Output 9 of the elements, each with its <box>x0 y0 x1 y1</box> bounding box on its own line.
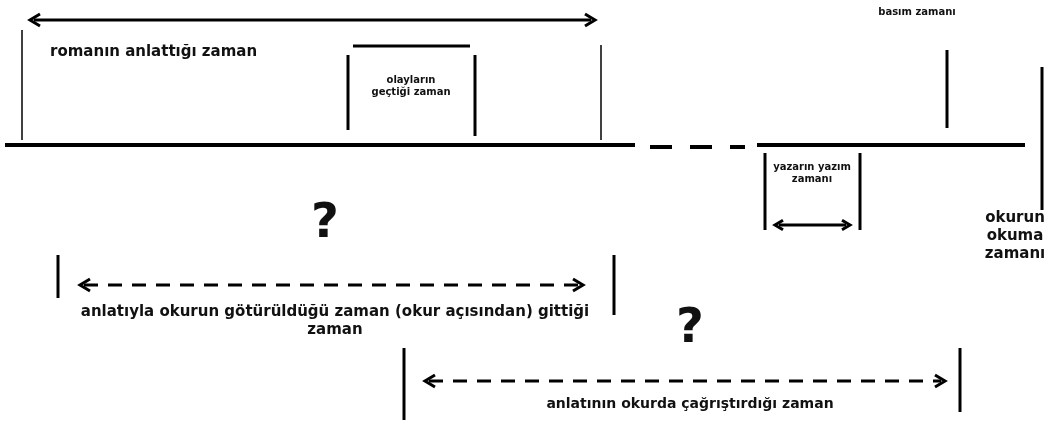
question-mark: ? <box>675 297 705 355</box>
time-label: olayların geçtiği zaman <box>370 74 452 98</box>
time-label: okurun okuma zamanı <box>983 208 1047 262</box>
time-label: yazarın yazım zamanı <box>772 161 852 185</box>
time-label: romanın anlattığı zaman <box>50 42 259 60</box>
time-label: anlatının okurda çağrıştırdığı zaman <box>545 395 835 412</box>
time-label: basım zamanı <box>877 6 957 18</box>
question-mark: ? <box>310 192 340 250</box>
time-label: anlatıyla okurun götürüldüğü zaman (okur açısından) gittiği zaman <box>79 302 591 338</box>
